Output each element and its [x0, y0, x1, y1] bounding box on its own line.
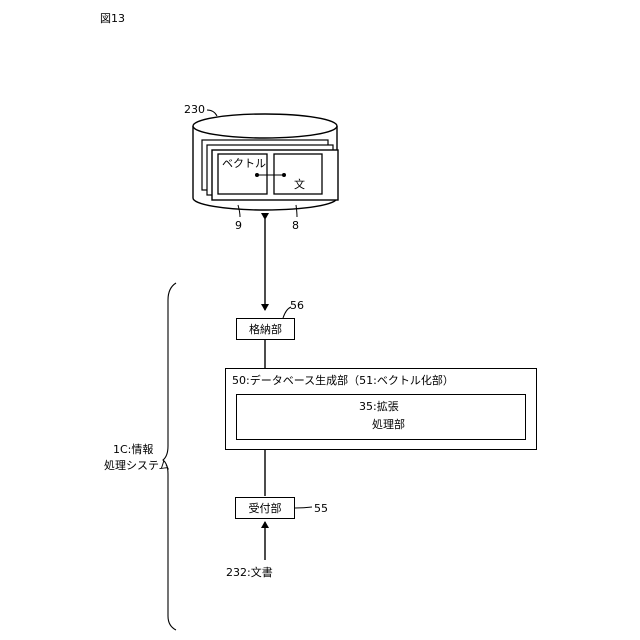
- figure-label: 図13: [100, 12, 125, 25]
- system-label-line1: 1C:情報: [113, 443, 153, 456]
- document-label: 文: [294, 178, 305, 191]
- storage-unit: 格納部: [236, 318, 295, 340]
- expansion-processor: 35:拡張 処理部: [236, 394, 526, 440]
- ref-55-leader: [295, 507, 312, 508]
- expansion-processor-line2: 処理部: [372, 418, 405, 431]
- receiver-unit-ref: 55: [314, 502, 328, 515]
- input-document-label: 232:文書: [226, 566, 273, 579]
- document-ref: 8: [292, 219, 299, 232]
- system-label-line2: 処理システム: [104, 459, 170, 472]
- receiver-unit-label: 受付部: [249, 500, 282, 516]
- vector-label: ベクトル: [222, 157, 266, 170]
- vector-ref: 9: [235, 219, 242, 232]
- database-generator-label: 50:データベース生成部（51:ベクトル化部）: [232, 374, 454, 387]
- ref-230-leader: [207, 110, 217, 116]
- database-ref: 230: [184, 103, 205, 116]
- system-bracket: [163, 283, 176, 630]
- storage-unit-label: 格納部: [249, 321, 282, 337]
- receiver-unit: 受付部: [235, 497, 295, 519]
- storage-unit-ref: 56: [290, 299, 304, 312]
- expansion-processor-line1: 35:拡張: [359, 400, 399, 413]
